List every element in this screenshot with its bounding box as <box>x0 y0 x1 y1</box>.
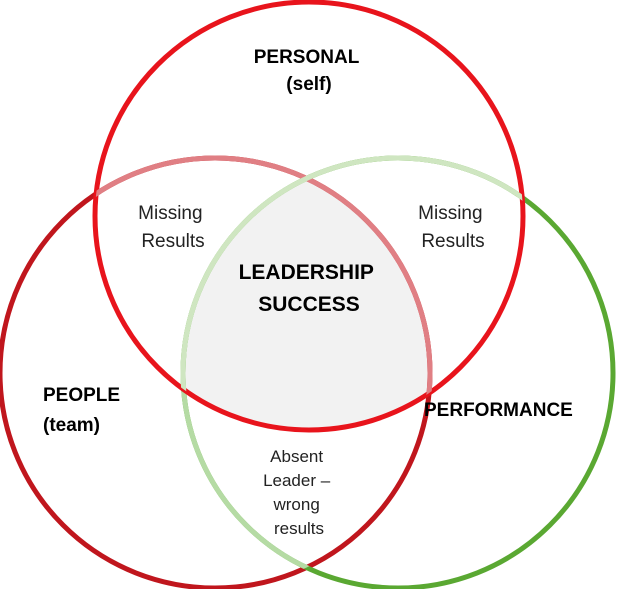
personal-people-overlap-text: Missing Results <box>138 203 208 252</box>
personal-title: PERSONAL <box>254 47 360 68</box>
personal-performance-overlap-text: Missing Results <box>418 203 488 252</box>
center-line-1: LEADERSHIP <box>239 261 374 284</box>
people-performance-line-1: Absent <box>270 447 323 466</box>
people-performance-line-2: Leader – <box>263 471 331 490</box>
center-text: LEADERSHIP SUCCESS <box>239 261 380 316</box>
personal-performance-line-1: Missing <box>418 203 482 224</box>
performance-title: PERFORMANCE <box>424 400 573 421</box>
performance-arc-inside-personal <box>180 155 523 430</box>
center-overlap-region <box>183 158 430 430</box>
people-arc-inside-personal <box>95 155 433 430</box>
people-subtitle: (team) <box>43 415 100 436</box>
people-performance-overlap-text: Absent Leader – wrong results <box>263 447 335 538</box>
people-title: PEOPLE <box>43 385 120 406</box>
personal-people-line-2: Results <box>141 231 204 252</box>
personal-people-line-1: Missing <box>138 203 202 224</box>
personal-subtitle: (self) <box>286 74 331 95</box>
center-line-2: SUCCESS <box>258 293 360 316</box>
personal-circle <box>92 0 526 433</box>
people-performance-line-4: results <box>274 519 324 538</box>
performance-label: PERFORMANCE <box>424 400 573 421</box>
people-label: PEOPLE (team) <box>43 385 125 436</box>
people-performance-line-3: wrong <box>272 495 319 514</box>
personal-performance-line-2: Results <box>421 231 484 252</box>
personal-label: PERSONAL (self) <box>254 47 365 95</box>
